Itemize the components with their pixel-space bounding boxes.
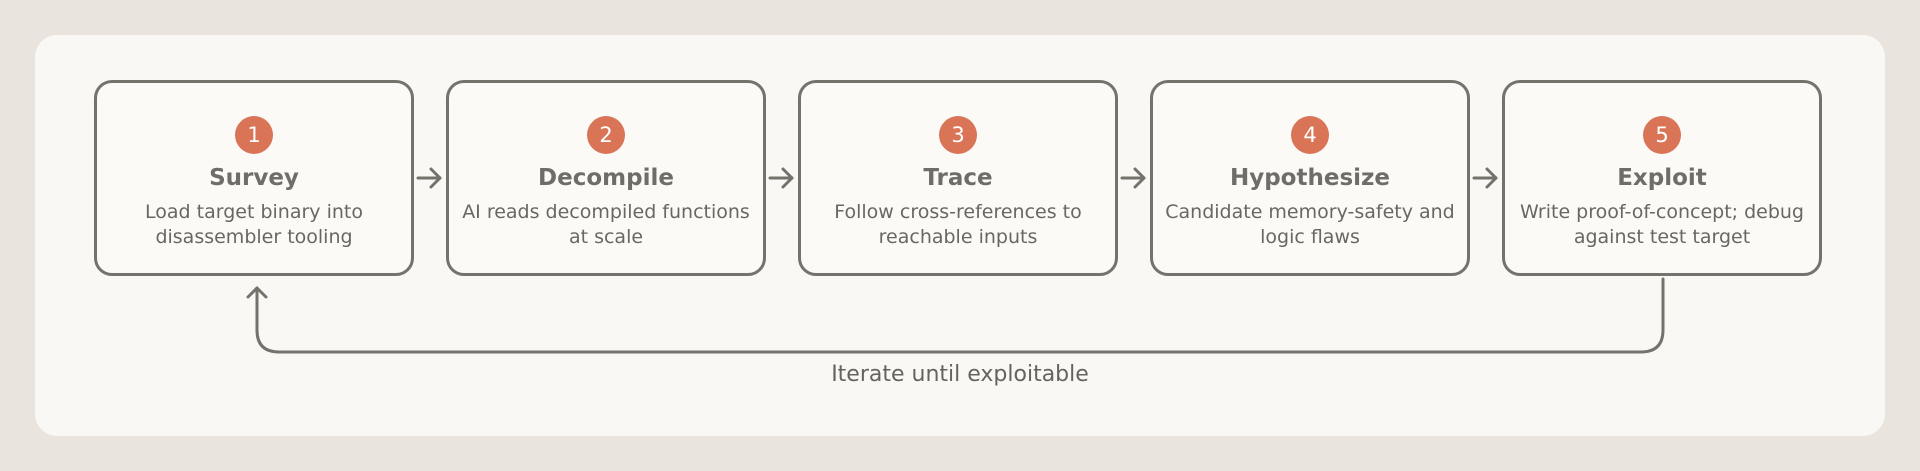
step-number-badge: 1	[235, 116, 273, 154]
step-title: Hypothesize	[1229, 165, 1391, 191]
arrow-1-to-2	[416, 167, 442, 189]
step-description: Write proof-of-concept; debug against te…	[1519, 201, 1804, 248]
step-number-badge: 4	[1291, 116, 1329, 154]
step-title: Exploit	[1617, 165, 1707, 191]
step-number-badge: 2	[587, 116, 625, 154]
arrow-2-to-3	[768, 167, 794, 189]
loop-label: Iterate until exploitable	[831, 362, 1089, 387]
step-description: Load target binary into disassembler too…	[145, 201, 363, 248]
step-title: Trace	[923, 165, 993, 191]
step-description: Candidate memory-safety and logic flaws	[1165, 201, 1455, 248]
step-card-trace: 3 Trace Follow cross-references to reach…	[798, 80, 1118, 276]
step-number-badge: 3	[939, 116, 977, 154]
step-card-exploit: 5 Exploit Write proof-of-concept; debug …	[1502, 80, 1822, 276]
step-card-decompile: 2 Decompile AI reads decompiled function…	[446, 80, 766, 276]
loop-back-arrow	[246, 277, 1665, 354]
step-card-survey: 1 Survey Load target binary into disasse…	[94, 80, 414, 276]
step-title: Decompile	[538, 165, 674, 191]
step-card-hypothesize: 4 Hypothesize Candidate memory-safety an…	[1150, 80, 1470, 276]
arrow-3-to-4	[1120, 167, 1146, 189]
step-description: AI reads decompiled functions at scale	[462, 201, 750, 248]
step-title: Survey	[209, 165, 299, 191]
step-number-badge: 5	[1643, 116, 1681, 154]
arrow-4-to-5	[1472, 167, 1498, 189]
step-description: Follow cross-references to reachable inp…	[834, 201, 1082, 248]
